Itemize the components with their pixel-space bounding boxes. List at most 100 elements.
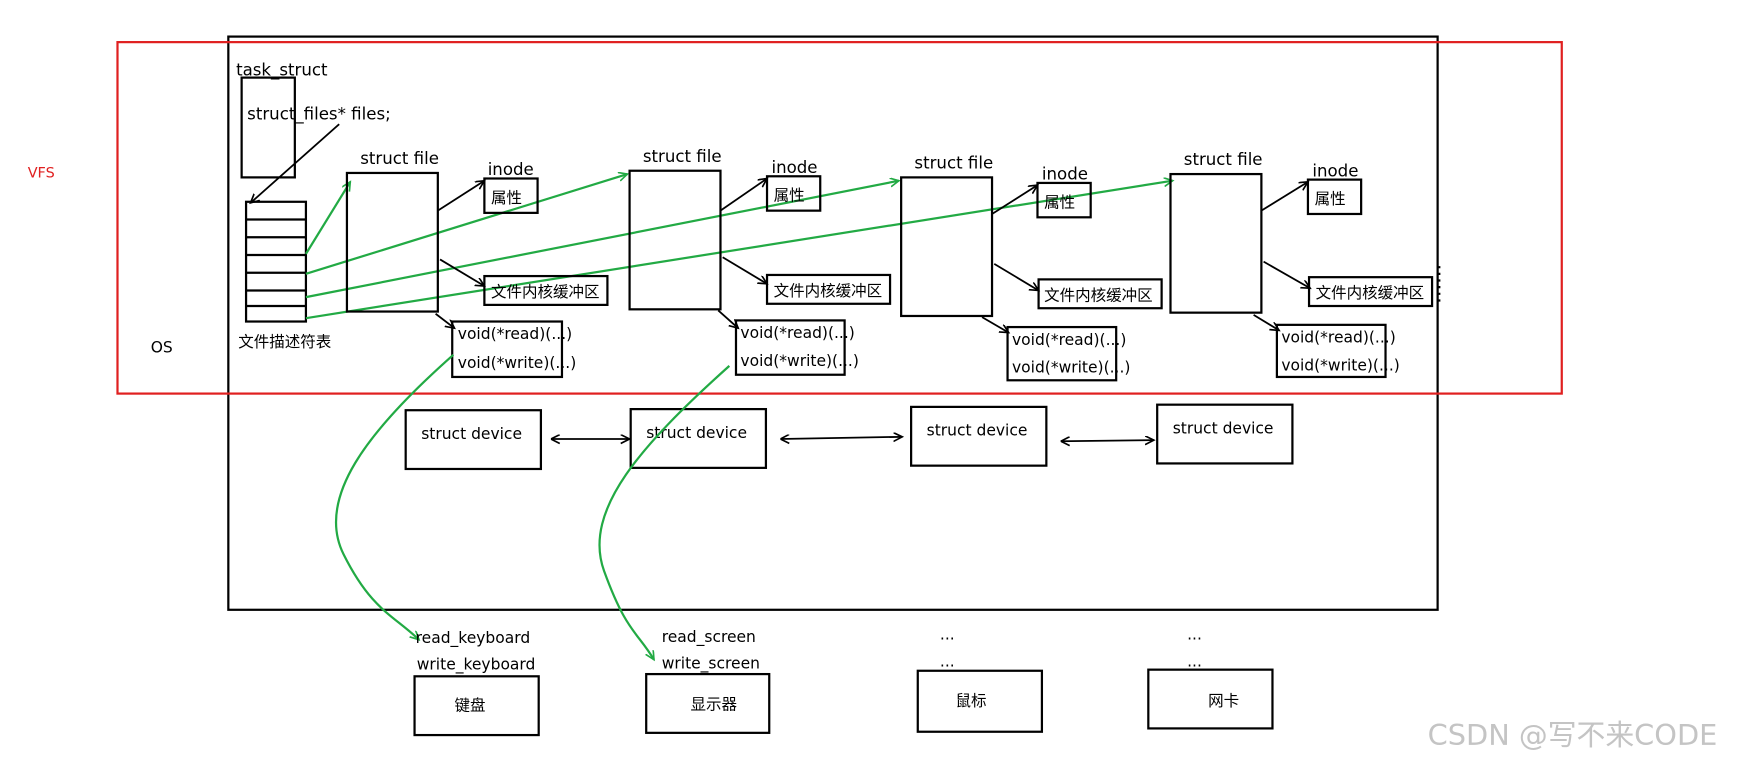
- watermark: CSDN @写不来CODE: [1428, 718, 1718, 752]
- to-ops-arrow: [435, 313, 455, 328]
- to-inode-arrow: [1260, 182, 1308, 212]
- read-op: void(*read)(...): [740, 324, 854, 342]
- device-box-4: [1156, 403, 1294, 465]
- ops-box: [734, 319, 846, 376]
- to-inode-arrow: [437, 181, 485, 212]
- os-boundary: [227, 35, 1439, 611]
- device-label-2: struct device: [646, 424, 747, 442]
- task-struct-title: task_struct: [236, 60, 328, 80]
- buffer-label: 文件内核缓冲区: [491, 283, 600, 301]
- hardware-name: 显示器: [691, 696, 738, 714]
- hardware-box: [413, 675, 540, 737]
- hardware-box: [1147, 668, 1274, 730]
- driver-read: ...: [940, 626, 955, 644]
- inode-label: inode: [771, 158, 817, 177]
- read-op: void(*read)(...): [1281, 329, 1395, 347]
- attr-box: [765, 175, 822, 212]
- inode-label: inode: [1312, 161, 1358, 180]
- attr-box: [483, 177, 539, 214]
- vfs-region: [116, 41, 1563, 395]
- struct-file-box: [900, 176, 994, 318]
- driver-write: write_screen: [662, 655, 760, 674]
- buffer-label: 文件内核缓冲区: [1316, 284, 1425, 302]
- attr-box: [1306, 178, 1363, 216]
- device-box-1: [404, 409, 543, 471]
- hardware-mouse: ... ... 鼠标: [916, 626, 1044, 733]
- to-inode-arrow: [991, 185, 1037, 215]
- fd-pointer-1: [304, 182, 350, 255]
- attr-label: 属性: [491, 189, 522, 207]
- driver-read: read_screen: [662, 628, 756, 647]
- struct-file-title: struct file: [914, 154, 993, 173]
- hardware-box: [645, 672, 771, 734]
- hardware-name: 键盘: [454, 696, 485, 715]
- buffer-box: [765, 273, 892, 305]
- fd-pointer-2: [305, 174, 627, 275]
- to-ops-arrow: [1253, 314, 1279, 331]
- fd-table-label: 文件描述符表: [238, 333, 331, 351]
- inode-label: inode: [1042, 165, 1088, 184]
- files-pointer-arrow: [251, 123, 340, 203]
- hardware-box: [916, 669, 1044, 733]
- write-op: void(*write)(...): [740, 352, 858, 370]
- hardware-nic: ... ... 网卡: [1147, 626, 1274, 730]
- buffer-label: 文件内核缓冲区: [1044, 286, 1153, 304]
- device-link-3: [1061, 440, 1154, 441]
- inode-label: inode: [488, 160, 534, 179]
- ops-box: [1006, 325, 1118, 382]
- to-buffer-arrow: [1263, 260, 1311, 289]
- read-op: void(*read)(...): [458, 325, 572, 343]
- ops-box: [1275, 323, 1387, 379]
- to-buffer-arrow: [439, 258, 484, 286]
- to-ops-arrow: [981, 316, 1009, 333]
- attr-label: 属性: [1044, 193, 1075, 211]
- task-struct-field: struct_files* files;: [247, 105, 391, 125]
- vfs-label: VFS: [28, 165, 55, 181]
- struct-file-3: struct file inode 属性 文件内核缓冲区 void(*read)…: [900, 154, 1163, 382]
- attr-box: [1036, 181, 1092, 219]
- write-screen-link: [598, 365, 731, 660]
- device-link-2: [780, 437, 902, 439]
- fd-table: [244, 200, 308, 323]
- device-label-4: struct device: [1173, 419, 1274, 437]
- ops-box: [451, 320, 564, 379]
- buffer-box: [483, 274, 609, 307]
- task-struct-box: [240, 76, 296, 179]
- to-buffer-arrow: [993, 263, 1038, 291]
- read-keyboard-link: [334, 353, 455, 640]
- hardware-screen: read_screen write_screen 显示器: [645, 628, 771, 734]
- struct-file-1: struct file inode 属性 文件内核缓冲区 void(*read)…: [345, 149, 609, 379]
- read-op: void(*read)(...): [1012, 331, 1126, 349]
- write-op: void(*write)(...): [458, 354, 576, 372]
- to-inode-arrow: [719, 179, 767, 212]
- device-label-3: struct device: [927, 422, 1028, 440]
- device-label-1: struct device: [421, 425, 522, 443]
- struct-file-box: [1169, 172, 1263, 314]
- os-label: OS: [151, 339, 173, 357]
- fd-table-box: [244, 200, 308, 323]
- buffer-label: 文件内核缓冲区: [774, 282, 883, 300]
- fd-pointer-4: [305, 181, 1173, 320]
- write-op: void(*write)(...): [1012, 359, 1130, 377]
- hardware-keyboard: read_keyboard write_keyboard 键盘: [413, 629, 540, 737]
- struct-file-title: struct file: [360, 149, 439, 168]
- to-buffer-arrow: [722, 256, 767, 284]
- driver-write: write_keyboard: [417, 656, 536, 675]
- to-ops-arrow: [717, 309, 738, 328]
- driver-read: ...: [1187, 626, 1202, 644]
- struct-file-box: [345, 171, 439, 313]
- attr-label: 属性: [1315, 190, 1346, 208]
- attr-label: 属性: [774, 187, 805, 205]
- struct-file-2: struct file inode 属性 文件内核缓冲区 void(*read)…: [628, 147, 892, 376]
- hardware-name: 鼠标: [955, 692, 986, 710]
- struct-file-4: struct file inode 属性 文件内核缓冲区 void(*read)…: [1169, 150, 1434, 379]
- driver-read: read_keyboard: [416, 629, 531, 648]
- device-list: struct device struct device struct devic…: [404, 403, 1294, 471]
- driver-write: ...: [1187, 652, 1202, 670]
- driver-write: ...: [940, 652, 955, 670]
- fd-pointer-3: [305, 181, 899, 299]
- write-op: void(*write)(...): [1281, 356, 1399, 374]
- device-box-3: [910, 405, 1048, 467]
- buffer-box: [1037, 278, 1163, 310]
